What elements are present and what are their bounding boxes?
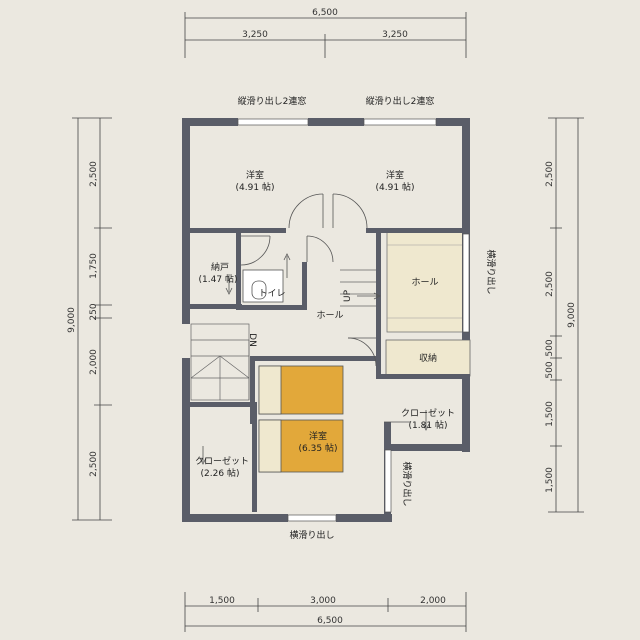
room-hall-right-name: ホール: [411, 277, 438, 288]
dim-left-d4: 2,000: [89, 349, 99, 375]
stairs-up-label: UP: [343, 289, 353, 302]
toilet-bowl-icon: [251, 280, 267, 300]
room-storage-area: (1.47 帖): [199, 273, 238, 285]
door-swings: [240, 193, 410, 423]
dim-right-d3: 500: [545, 339, 555, 356]
arrows: [199, 253, 430, 465]
room-shuno-name: 収納: [419, 352, 437, 364]
window-bottom-label: 横滑り出し: [289, 529, 334, 541]
room-closet-left-name: クローゼット: [195, 455, 249, 467]
room-western-left-name: 洋室: [246, 169, 264, 181]
room-closet-right-name: クローゼット: [401, 407, 455, 419]
dim-right-d4: 500: [545, 361, 555, 378]
room-western-main-area: (6.35 帖): [299, 442, 338, 454]
window-bottom: [287, 514, 337, 522]
room-closet-left-area: (2.26 帖): [201, 467, 240, 479]
window-top-left: [237, 118, 309, 126]
dim-left-d2: 1,750: [89, 253, 99, 279]
dim-bottom-a: 1,500: [209, 596, 235, 606]
room-western-main-name: 洋室: [309, 430, 327, 442]
room-storage-name: 納戸: [211, 261, 229, 273]
dim-right-d6: 1,500: [545, 467, 555, 493]
window-top-right: [363, 118, 437, 126]
window-top-right-label: 縦滑り出し2連窓: [366, 95, 435, 107]
furniture: [242, 231, 471, 473]
dim-left-d3: 250: [89, 303, 99, 320]
room-western-right-area: (4.91 帖): [376, 181, 415, 193]
dim-top-total: 6,500: [312, 8, 338, 18]
dim-right-total: 9,000: [567, 302, 577, 328]
room-closet-right-area: (1.81 帖): [409, 419, 448, 431]
dim-left-total: 9,000: [67, 307, 77, 333]
room-western-right-name: 洋室: [386, 169, 404, 181]
stairs: [190, 269, 376, 401]
dim-top-right: 3,250: [382, 30, 408, 40]
dim-left-d1: 2,500: [89, 161, 99, 187]
dim-right-d2: 2,500: [545, 271, 555, 297]
top-dimension-lines: [184, 12, 467, 58]
dim-bottom-c: 2,000: [420, 596, 446, 606]
window-top-left-label: 縦滑り出し2連窓: [238, 95, 307, 107]
dim-right-d5: 1,500: [545, 401, 555, 427]
stairs-down-label: DN: [247, 333, 257, 347]
window-right-lower: [384, 449, 392, 513]
dim-right-d1: 2,500: [545, 161, 555, 187]
shuno-cabinet: [385, 339, 471, 377]
pillow-upper-icon: [258, 365, 282, 415]
right-dimension-lines: [548, 117, 584, 513]
window-right-upper-label: 横滑り出し: [485, 249, 497, 294]
dim-bottom-total: 6,500: [317, 616, 343, 626]
dim-left-d5: 2,500: [89, 451, 99, 477]
room-western-left-area: (4.91 帖): [236, 181, 275, 193]
bottom-dimension-lines: [184, 592, 467, 632]
dim-bottom-b: 3,000: [310, 596, 336, 606]
dim-top-left: 3,250: [242, 30, 268, 40]
windows: [237, 118, 470, 522]
window-right-upper: [462, 233, 470, 333]
room-toilet-name: トイレ: [258, 289, 285, 299]
pillow-lower-icon: [258, 419, 282, 473]
left-dimension-lines: [72, 117, 112, 521]
window-right-lower-label: 横滑り出し: [401, 461, 413, 506]
room-hall-center-name: ホール: [316, 310, 343, 321]
hall-right-floor: [386, 231, 468, 333]
